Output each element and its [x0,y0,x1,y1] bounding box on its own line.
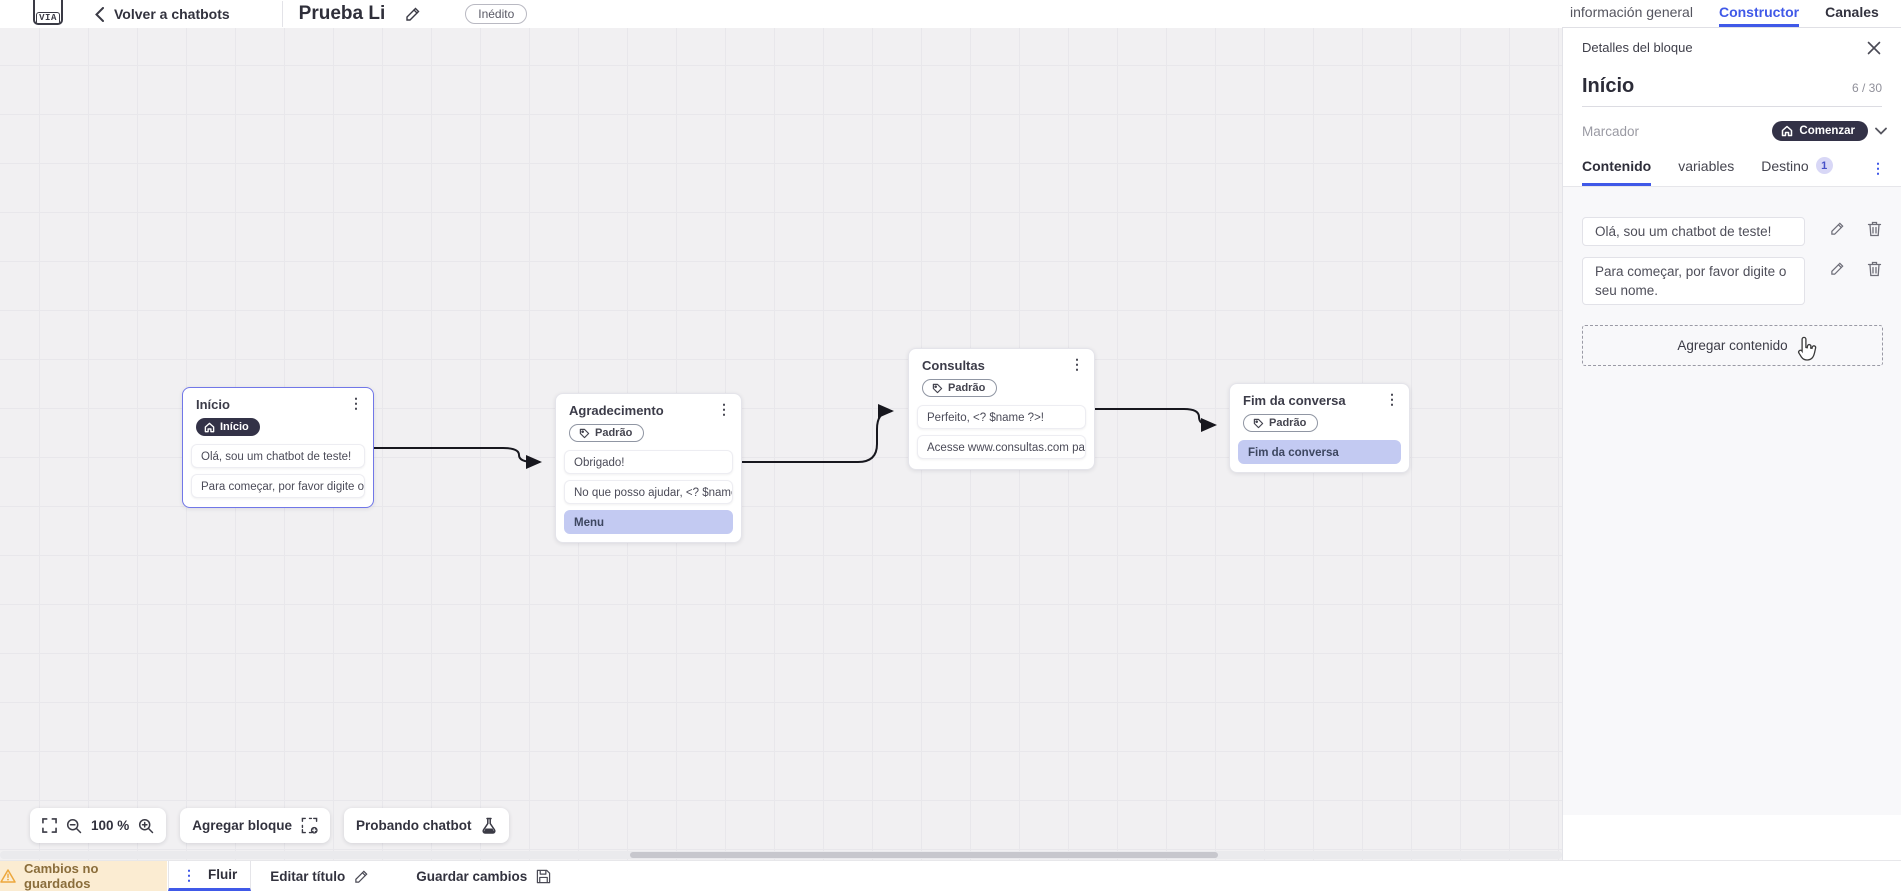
test-chatbot-button[interactable]: Probando chatbot [344,808,509,843]
name-input-underline [1582,106,1882,107]
edge-consultas-fim [1095,408,1217,432]
canvas-controls: 100 % Agregar bloque Probando chatbot [30,808,509,843]
zoom-level: 100 % [91,818,130,833]
home-icon [204,422,215,432]
back-to-chatbots-button[interactable]: Volver a chatbots [95,6,230,22]
save-changes-button[interactable]: Guardar cambios [416,861,551,891]
edge-inicio-agradecimento [374,447,542,469]
add-block-button[interactable]: Agregar bloque [180,808,331,843]
node-menu-icon[interactable]: ⋮ [717,401,731,417]
unsaved-changes-badge: Cambios no guardados [0,861,167,891]
tab-contenido[interactable]: Contenido [1582,158,1652,186]
pencil-icon [355,869,368,883]
edit-content-icon[interactable] [1830,221,1845,236]
node-consultas[interactable]: Consultas ⋮ Padrão Perfeito, <? $name ?>… [908,348,1095,470]
node-inicio[interactable]: Início ⋮ Início Olá, sou um chatbot de t… [182,387,374,508]
content-item: Para começar, por favor digite o seu nom… [1563,257,1901,305]
node-message-row[interactable]: Olá, sou um chatbot de teste! [191,443,365,468]
block-name-input[interactable]: Início [1582,75,1635,97]
node-title: Início [196,397,230,412]
name-char-counter: 6 / 30 [1851,81,1882,95]
zoom-in-icon[interactable] [138,818,154,834]
block-details-panel: Detalles del bloque Início 6 / 30 Marcad… [1562,28,1901,860]
tag-icon [579,428,590,438]
zoom-out-icon[interactable] [66,818,82,834]
edit-title-icon[interactable] [405,6,421,22]
zoom-controls: 100 % [30,808,167,843]
scrollbar-thumb[interactable] [630,852,1218,858]
header-tabs: información general Constructor Canales [1562,0,1901,28]
tag-icon [932,383,943,393]
flow-tab-fluir[interactable]: ⋮ Fluir [168,861,252,891]
node-title: Agradecimento [569,403,664,418]
app-logo[interactable]: VIA [33,0,63,25]
horizontal-scrollbar[interactable] [0,851,1562,859]
delete-content-icon[interactable] [1867,261,1882,277]
content-tab-panel: Olá, sou um chatbot de teste! Para começ… [1563,187,1901,815]
marker-label: Marcador [1582,123,1640,139]
content-item: Olá, sou um chatbot de teste! [1563,217,1901,246]
tab-informacion-general[interactable]: información general [1570,4,1693,20]
block-detail-tabs: Contenido variables Destino 1 ⋮ [1563,141,1901,187]
chevron-down-icon[interactable] [1875,127,1887,135]
add-block-icon [301,817,318,834]
flow-connectors [374,404,1217,469]
status-badge: Inédito [465,4,528,24]
add-content-button[interactable]: Agregar contenido [1582,325,1883,366]
chatbot-title: Prueba Li [298,3,386,24]
node-menu-row[interactable]: Menu [564,509,733,534]
chevron-left-icon [95,6,104,22]
content-text-field[interactable]: Olá, sou um chatbot de teste! [1582,217,1805,246]
tab-destino[interactable]: Destino 1 [1761,157,1833,186]
tag-icon [1253,418,1264,428]
tab-canales[interactable]: Canales [1825,4,1879,20]
bottom-bar: Cambios no guardados ⋮ Fluir Editar títu… [0,860,1901,891]
padrao-badge: Padrão [1243,414,1319,432]
start-badge: Início [196,418,260,436]
node-message-row[interactable]: Obrigado! [564,449,733,474]
content-text-field[interactable]: Para começar, por favor digite o seu nom… [1582,257,1805,305]
flask-icon [481,817,497,834]
node-title: Fim da conversa [1243,393,1346,408]
tab-variables[interactable]: variables [1678,158,1735,174]
header-divider [281,1,283,27]
flow-tab-menu-icon[interactable]: ⋮ [182,866,196,883]
edit-flow-title-button[interactable]: Editar título [270,861,369,891]
tab-constructor[interactable]: Constructor [1718,0,1800,27]
marker-select[interactable]: Comenzar [1772,121,1868,141]
destino-count-badge: 1 [1815,157,1833,174]
node-message-row[interactable]: Acesse www.consultas.com par... [917,434,1086,459]
save-icon [537,869,551,883]
node-menu-icon[interactable]: ⋮ [1385,391,1399,407]
close-icon[interactable] [1867,41,1881,55]
node-menu-icon[interactable]: ⋮ [1070,356,1084,372]
node-fim-da-conversa[interactable]: Fim da conversa ⋮ Padrão Fim da conversa [1229,383,1410,473]
node-menu-icon[interactable]: ⋮ [349,395,363,411]
delete-content-icon[interactable] [1867,221,1882,237]
top-header: VIA Volver a chatbots Prueba Li Inédito … [0,0,1901,28]
home-icon [1782,125,1793,137]
fullscreen-icon[interactable] [42,818,57,833]
padrao-badge: Padrão [569,424,645,442]
node-title: Consultas [922,358,985,373]
edit-content-icon[interactable] [1830,261,1845,276]
node-message-row[interactable]: No que posso ajudar, <? $name ... [564,479,733,504]
padrao-badge: Padrão [922,379,998,397]
node-message-row[interactable]: Para começar, por favor digite o ... [191,473,365,498]
node-message-row[interactable]: Perfeito, <? $name ?>! [917,404,1086,429]
warning-icon [0,869,16,883]
tabs-menu-icon[interactable]: ⋮ [1871,160,1885,176]
panel-title: Detalles del bloque [1582,40,1693,55]
edge-agradecimento-consultas [742,404,894,463]
flow-canvas[interactable]: Início ⋮ Início Olá, sou um chatbot de t… [0,28,1562,860]
node-end-row[interactable]: Fim da conversa [1238,439,1401,464]
node-agradecimento[interactable]: Agradecimento ⋮ Padrão Obrigado! No que … [555,393,742,543]
back-label: Volver a chatbots [114,6,230,22]
